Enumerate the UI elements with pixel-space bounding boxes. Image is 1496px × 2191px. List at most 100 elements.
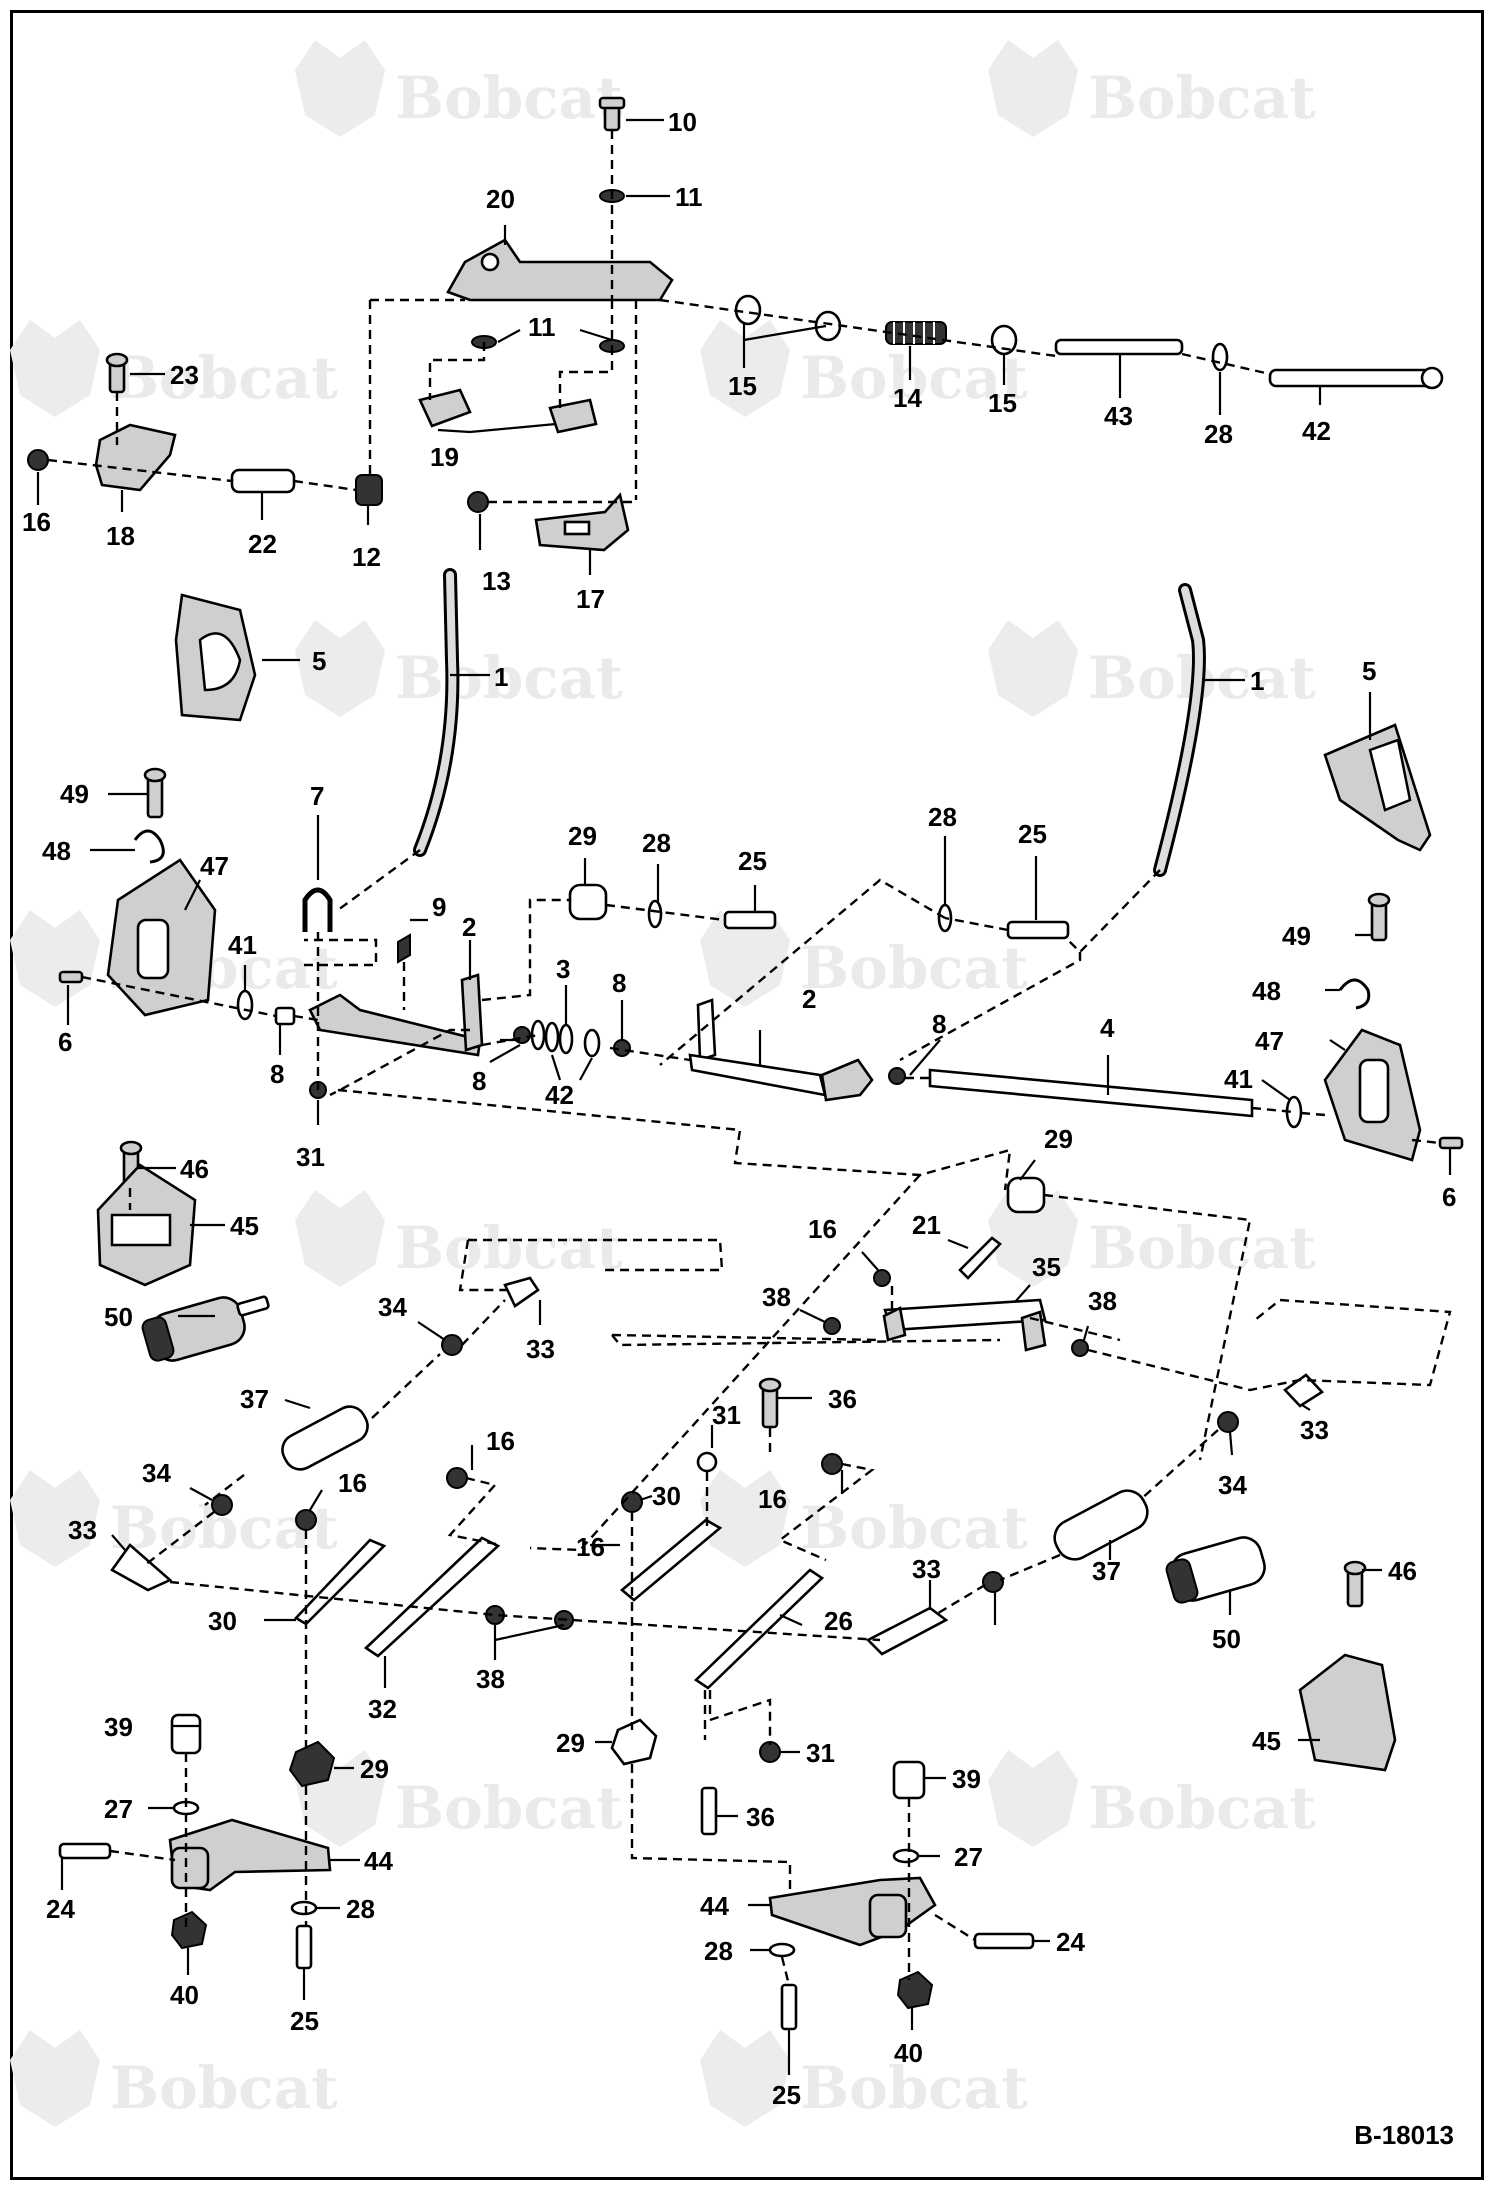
callout-42: 42 (1302, 416, 1331, 446)
bracket-18 (94, 423, 177, 492)
watermark-logo: Bobcat (700, 1470, 1028, 1567)
callout-34: 34 (1218, 1470, 1247, 1500)
callout-27: 27 (104, 1794, 133, 1824)
pivot-44-a (168, 1818, 332, 1892)
spring-37-b (1053, 1489, 1149, 1561)
washer-31-b (696, 1451, 718, 1473)
callout-8: 8 (270, 1059, 284, 1089)
cap-39-b (892, 1760, 926, 1800)
callout-8: 8 (612, 968, 626, 998)
callout-24: 24 (46, 1894, 75, 1924)
rod-4 (928, 1068, 1254, 1118)
callout-6: 6 (1442, 1182, 1456, 1212)
bolt-6-left (58, 970, 84, 984)
callout-20: 20 (486, 184, 515, 214)
callout-1: 1 (494, 662, 508, 692)
callout-17: 17 (576, 584, 605, 614)
callout-16: 16 (338, 1468, 367, 1498)
bushing-8-right (888, 1067, 906, 1085)
callout-28: 28 (704, 1936, 733, 1966)
bobcat-head-icon (700, 1470, 790, 1567)
clip-48-left (133, 829, 165, 864)
callout-16: 16 (22, 507, 51, 537)
callout-43: 43 (1104, 401, 1133, 431)
bracket-45-left (96, 1163, 197, 1287)
washer-28-mid (647, 899, 663, 929)
callout-16: 16 (758, 1484, 787, 1514)
callout-7: 7 (310, 781, 324, 811)
callout-30: 30 (208, 1606, 237, 1636)
bobcat-head-icon (10, 320, 100, 417)
watermark-logo: Bobcat (988, 620, 1316, 717)
bolt-25-c (295, 1924, 313, 1970)
watermark-text: Bobcat (395, 1214, 623, 1282)
callout-37: 37 (240, 1384, 269, 1414)
callout-33: 33 (1300, 1415, 1329, 1445)
bolt-46-right (1343, 1560, 1367, 1608)
washer-28-top (1211, 342, 1229, 372)
watermark-text: Bobcat (800, 934, 1028, 1002)
diagram-frame (10, 10, 1484, 2180)
bolt-49-left (143, 767, 167, 819)
callout-14: 14 (893, 383, 922, 413)
callout-25: 25 (290, 2006, 319, 2036)
bolt-24-a (58, 1842, 112, 1860)
callout-28: 28 (928, 802, 957, 832)
bobcat-head-icon (700, 2030, 790, 2127)
watermark-text: Bobcat (395, 644, 623, 712)
bolt-25-mid (723, 910, 777, 930)
rodend-33-c (1283, 1373, 1325, 1408)
bobcat-head-icon (988, 40, 1078, 137)
cylinder-50-right (1165, 1536, 1266, 1604)
watermark-logo: Bobcat (295, 1190, 623, 1287)
callout-28: 28 (346, 1894, 375, 1924)
callout-46: 46 (180, 1154, 209, 1184)
callout-41: 41 (228, 930, 257, 960)
pivot-44-b (768, 1876, 937, 1947)
bobcat-head-icon (700, 910, 790, 1007)
callout-31: 31 (712, 1400, 741, 1430)
callout-47: 47 (200, 851, 229, 881)
nut-40-a (170, 1910, 208, 1950)
watermark-logo: Bobcat (295, 1750, 623, 1847)
nut-34-a (441, 1334, 463, 1356)
callout-26: 26 (824, 1606, 853, 1636)
bolt-36-b (700, 1786, 718, 1836)
bolt-21 (958, 1236, 1002, 1280)
ubolt-7 (302, 887, 333, 932)
callout-33: 33 (912, 1554, 941, 1584)
callout-11: 11 (675, 182, 703, 212)
callout-31: 31 (806, 1738, 835, 1768)
link-26 (693, 1568, 825, 1690)
nut-9 (397, 933, 411, 964)
bobcat-head-icon (988, 620, 1078, 717)
spring-14 (885, 321, 947, 345)
callout-29: 29 (360, 1754, 389, 1784)
nut-16-a (27, 449, 49, 471)
pin-22 (230, 468, 296, 494)
clip-48-right (1338, 978, 1371, 1010)
callout-45: 45 (1252, 1726, 1281, 1756)
bobcat-head-icon (10, 1470, 100, 1567)
callout-38: 38 (762, 1282, 791, 1312)
callout-29: 29 (556, 1728, 585, 1758)
bushing-15-a (734, 294, 842, 342)
nut-29-c (288, 1740, 336, 1788)
callout-47: 47 (1255, 1026, 1284, 1056)
bracket-45-right (1298, 1653, 1397, 1772)
callout-21: 21 (912, 1210, 941, 1240)
bobcat-head-icon (988, 1750, 1078, 1847)
callout-15: 15 (988, 388, 1017, 418)
callout-19: 19 (430, 442, 459, 472)
callout-1: 1 (1250, 666, 1264, 696)
block-19 (418, 388, 598, 434)
callout-34: 34 (378, 1292, 407, 1322)
nut-12 (355, 474, 383, 506)
bushing-8-left (274, 1006, 296, 1026)
rod-42-top (1268, 366, 1444, 390)
bobcat-head-icon (295, 620, 385, 717)
bracket-47-right (1323, 1028, 1422, 1162)
rod-43 (1054, 338, 1184, 356)
rodend-33-d (865, 1606, 949, 1656)
